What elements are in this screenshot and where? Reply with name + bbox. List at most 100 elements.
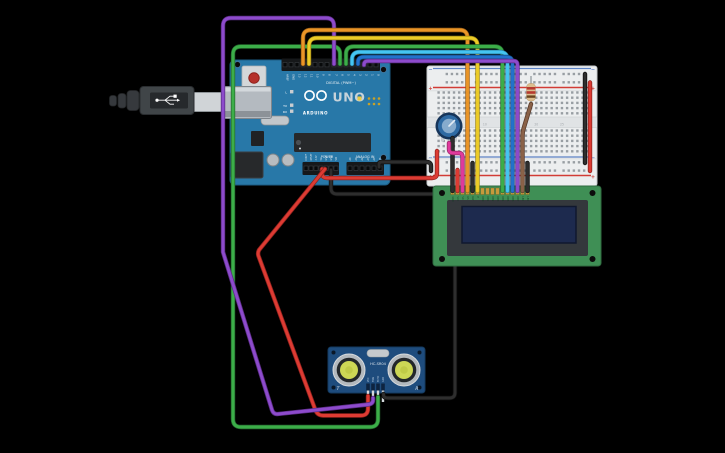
- wire-black-gnd-to-sensor-gnd[interactable]: [329, 168, 457, 400]
- rail-polarity-mark: −: [591, 67, 595, 73]
- sensor-pin-pad[interactable]: [381, 383, 385, 391]
- led-l: [290, 90, 294, 94]
- pin-label: 5: [346, 74, 350, 76]
- usb-port-shadow: [223, 111, 271, 117]
- led-tx: [290, 103, 294, 107]
- wire-purple-d2-to-lcd-db7[interactable]: [362, 59, 519, 193]
- wire-black-gnd-to-rail[interactable]: [377, 160, 433, 173]
- led-rx-label: RX: [283, 110, 287, 114]
- rail-polarity-mark: +: [428, 86, 432, 92]
- mounting-hole: [589, 256, 596, 262]
- lcd-pin-label: DB0: [481, 197, 484, 202]
- header-pin[interactable]: [313, 165, 319, 171]
- sensor-pin-pad[interactable]: [371, 383, 375, 391]
- header-pin[interactable]: [333, 165, 339, 171]
- resistor-band: [526, 91, 536, 94]
- wire-yellow-d11-to-lcd-e[interactable]: [307, 36, 479, 193]
- wires[interactable]: [220, 15, 593, 430]
- digital-label: DIGITAL (PWM~): [326, 81, 356, 85]
- lcd-pin-pad[interactable]: [480, 187, 485, 195]
- arduino-brand-text: ARDUINO: [303, 111, 328, 116]
- header-pin[interactable]: [353, 165, 359, 171]
- pin-label: A2: [361, 157, 364, 160]
- sensor-pin-pad[interactable]: [376, 383, 380, 391]
- header-pin[interactable]: [312, 62, 318, 68]
- header-pin[interactable]: [294, 62, 300, 68]
- pin-label: GND: [330, 155, 333, 160]
- breadboard-col-number: 30: [586, 123, 590, 127]
- header-pin[interactable]: [318, 62, 324, 68]
- digital-header-left[interactable]: [281, 58, 332, 72]
- uno-model-text: UNO: [332, 90, 365, 105]
- reset-button[interactable]: [248, 72, 260, 84]
- header-pin[interactable]: [303, 165, 309, 171]
- capacitor: [266, 153, 280, 167]
- wire-brown-resistor-to-lcd-led[interactable]: [521, 102, 533, 193]
- header-pin[interactable]: [359, 165, 365, 171]
- lcd-pin-pad[interactable]: [490, 187, 495, 195]
- sensor-pin-label: GND: [382, 377, 385, 382]
- wires-under-lcd[interactable]: [328, 167, 458, 401]
- voltage-regulator: [251, 131, 264, 146]
- pin-label: A1: [355, 157, 358, 160]
- cable-strain-relief: [126, 90, 140, 111]
- pin-label: 9: [321, 74, 325, 76]
- header-pin[interactable]: [347, 165, 353, 171]
- sensor-pin-label: TRIG: [372, 376, 375, 382]
- rail-polarity-mark: +: [591, 86, 595, 92]
- lcd-pin-pad[interactable]: [485, 187, 490, 195]
- arduino-logo-icon: [304, 90, 315, 101]
- mounting-hole: [439, 256, 445, 262]
- header-pin[interactable]: [324, 62, 330, 68]
- lcd-pin-label: DB4: [501, 197, 504, 202]
- mounting-hole: [234, 61, 241, 68]
- header-pin[interactable]: [282, 62, 288, 68]
- lcd-pin-label: E: [476, 197, 479, 199]
- pin-label: A3: [367, 157, 370, 160]
- header-pin[interactable]: [365, 165, 371, 171]
- pin-label: 12: [303, 74, 307, 78]
- header-pin[interactable]: [308, 165, 314, 171]
- lcd-pin-label: DB7: [516, 197, 519, 202]
- transmitter-transducer: [332, 353, 366, 387]
- receiver-transducer: [387, 353, 421, 387]
- sensor-pin-pad[interactable]: [366, 383, 370, 391]
- wire-pink-pot-to-lcd-v0[interactable]: [447, 141, 464, 193]
- header-pin[interactable]: [371, 165, 377, 171]
- header-pin[interactable]: [288, 62, 294, 68]
- lcd-screen: [461, 205, 577, 244]
- wire-orange-d12-to-lcd-rs[interactable]: [301, 28, 469, 193]
- usb-port-highlight: [223, 87, 271, 92]
- mounting-hole: [417, 350, 422, 355]
- pin-label: 11: [309, 74, 313, 78]
- capacitor: [281, 153, 295, 167]
- lcd-pin-label: LED: [526, 197, 529, 202]
- wire-purple-d7-to-sensor-trig[interactable]: [221, 16, 375, 416]
- chip-dot: [299, 147, 301, 150]
- mounting-hole: [589, 190, 596, 196]
- lcd-pin-pad[interactable]: [495, 187, 500, 195]
- on-led: [357, 96, 362, 101]
- rail-polarity-mark: −: [428, 67, 432, 73]
- led-tx-label: TX: [282, 104, 287, 108]
- lcd-pin-label: VCC: [456, 197, 459, 202]
- mounting-hole: [331, 350, 336, 355]
- led-rx: [290, 109, 294, 113]
- icsp-header: [367, 97, 381, 106]
- analog-header[interactable]: [346, 162, 385, 175]
- breadboard-col-number: 20: [534, 123, 538, 127]
- lcd-pin-label: RS: [466, 197, 469, 201]
- lcd-pin-label: DB3: [496, 197, 499, 202]
- pin-label: 3: [358, 74, 362, 76]
- mounting-hole: [417, 385, 422, 390]
- sensor-pin-label: ECHO: [377, 375, 380, 382]
- wire-red-5v-to-sensor-vcc[interactable]: [256, 167, 370, 417]
- transmitter-mark: T: [337, 386, 341, 392]
- pin-label: 7: [334, 74, 338, 76]
- breadboard-col-number: 10: [483, 123, 487, 127]
